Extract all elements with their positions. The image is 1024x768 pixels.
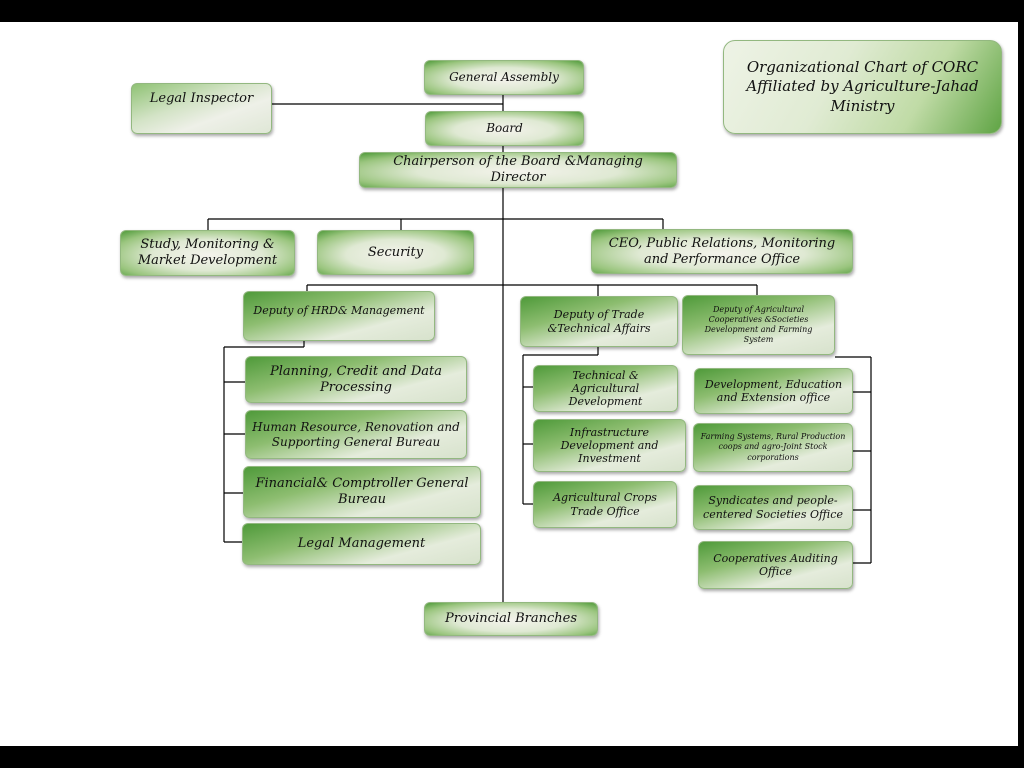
node-planning: Planning, Credit and Data Processing [245,356,467,403]
chart-title: Organizational Chart of CORC Affiliated … [723,40,1002,134]
node-crops-trade: Agricultural Crops Trade Office [533,481,677,528]
node-financial: Financial& Comptroller General Bureau [243,466,481,518]
node-chairperson: Chairperson of the Board &Managing Direc… [359,152,677,188]
node-infrastructure: Infrastructure Development and Investmen… [533,419,686,472]
node-dev-education: Development, Education and Extension off… [694,368,853,414]
node-board: Board [425,111,584,146]
node-coop-auditing: Cooperatives Auditing Office [698,541,853,589]
node-deputy-trade: Deputy of Trade &Technical Affairs [520,296,678,347]
node-legal-management: Legal Management [242,523,481,565]
node-deputy-coop: Deputy of Agricultural Cooperatives &Soc… [682,295,835,355]
node-deputy-hrd: Deputy of HRD& Management [243,291,435,341]
node-human-resource: Human Resource, Renovation and Supportin… [245,410,467,459]
node-general-assembly: General Assembly [424,60,584,95]
node-legal-inspector: Legal Inspector [131,83,272,134]
node-farming-systems: Farming Systems, Rural Production coops … [693,423,853,472]
node-syndicates: Syndicates and people-centered Societies… [693,485,853,530]
node-provincial-branches: Provincial Branches [424,602,598,636]
bottom-black-bar [0,746,1024,768]
node-security: Security [317,230,474,275]
right-black-edge [1018,22,1024,746]
node-technical-ag: Technical & Agricultural Development [533,365,678,412]
top-black-bar [0,0,1024,22]
node-ceo: CEO, Public Relations, Monitoring and Pe… [591,229,853,274]
node-study: Study, Monitoring & Market Development [120,230,295,276]
